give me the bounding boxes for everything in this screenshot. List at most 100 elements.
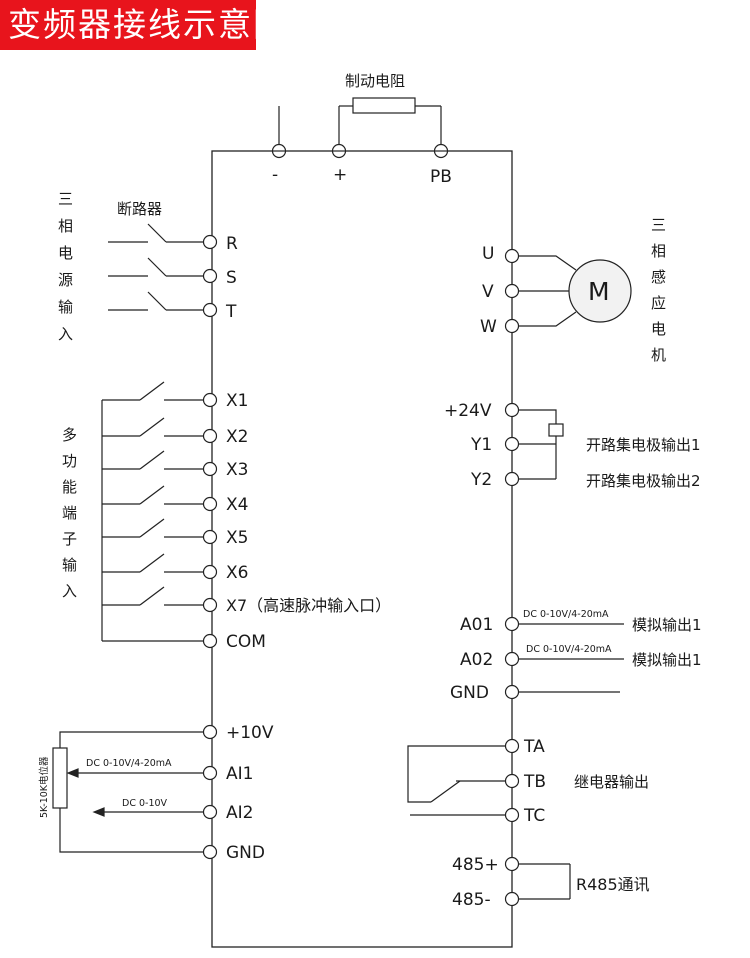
terminal-gnd-ao	[504, 684, 520, 700]
brake-resistor-label: 制动电阻	[345, 72, 405, 90]
open-collector-out1-label: 开路集电极输出1	[586, 436, 701, 454]
multi-label-char-2: 能	[62, 478, 77, 496]
ao2-label: 模拟输出1	[632, 651, 702, 669]
terminal-label-y2: Y2	[470, 470, 492, 490]
terminal-x7	[202, 597, 218, 613]
motor-label-char-4: 电	[651, 320, 666, 338]
terminal-t	[202, 302, 218, 318]
power-label-char-5: 入	[58, 325, 73, 343]
terminal-label-pb: PB	[430, 167, 452, 187]
terminal-label-minus: -	[272, 165, 278, 185]
rs485-label: R485通讯	[576, 875, 650, 894]
terminal-label-ai2: AI2	[226, 803, 253, 823]
terminal-label-x7: X7（高速脉冲输入口）	[226, 596, 391, 615]
terminal-ai1	[202, 765, 218, 781]
terminal-label-x2: X2	[226, 427, 248, 447]
terminal-x2	[202, 428, 218, 444]
rs485-section: 485+ 485- R485通讯	[452, 855, 650, 910]
ao2-range-label: DC 0-10V/4-20mA	[526, 644, 612, 655]
terminal-label-com: COM	[226, 632, 266, 652]
terminal-label-x6: X6	[226, 563, 248, 583]
terminal-com	[202, 633, 218, 649]
terminal-label-w: W	[480, 317, 497, 337]
motor-symbol	[568, 259, 632, 323]
multi-label-char-0: 多	[62, 426, 77, 444]
terminal-label-a01: A01	[460, 615, 493, 635]
terminal-label-x4: X4	[226, 495, 248, 515]
terminal-a01	[504, 616, 520, 632]
potentiometer-label: 5K-10K电位器	[38, 756, 50, 818]
motor-label-char-1: 相	[651, 242, 666, 260]
ai1-range-label: DC 0-10V/4-20mA	[86, 758, 172, 769]
ai2-range-label: DC 0-10V	[122, 798, 168, 809]
terminal-ai2	[202, 804, 218, 820]
title-banner: 变频器接线示意图	[0, 0, 286, 50]
terminal-gnd-ai	[202, 844, 218, 860]
breaker-label: 断路器	[117, 200, 162, 218]
terminal-tb	[504, 773, 520, 789]
terminal-label-a02: A02	[460, 650, 493, 670]
terminal-label-tc: TC	[523, 806, 545, 826]
terminal-label-24v: +24V	[444, 401, 492, 421]
terminal-485n	[504, 891, 520, 907]
multi-label-char-1: 功	[62, 452, 77, 470]
motor-label-char-5: 机	[651, 346, 666, 364]
power-label-char-1: 相	[58, 217, 73, 235]
terminal-label-ta: TA	[523, 737, 545, 757]
terminal-24v	[504, 402, 520, 418]
wiper-arrow	[66, 768, 79, 778]
terminal-label-10v: +10V	[226, 723, 274, 743]
terminal-x1	[202, 392, 218, 408]
terminal-label-x5: X5	[226, 528, 248, 548]
motor-label-char-0: 三	[651, 216, 666, 234]
terminal-label-ai1: AI1	[226, 764, 253, 784]
terminal-label-u: U	[482, 244, 494, 264]
multi-label-char-3: 端	[62, 504, 77, 522]
terminal-ta	[504, 738, 520, 754]
terminal-label-y1: Y1	[470, 435, 492, 455]
motor-section: U V W M 三 相 感 应 电 机	[480, 216, 666, 364]
relay-output-label: 继电器输出	[574, 773, 649, 791]
power-input-section: 三 相 电 源 输 入 断路器 R S T	[58, 190, 238, 343]
power-label-char-2: 电	[58, 244, 73, 262]
terminal-label-t: T	[225, 302, 237, 322]
terminal-v	[504, 283, 520, 299]
terminal-y1	[504, 436, 520, 452]
terminal-w	[504, 318, 520, 334]
brake-resistor-symbol	[352, 97, 416, 114]
analog-input-section: +10V AI1 AI2 GND DC 0-10V/4-20mA DC 0-10…	[38, 723, 274, 863]
terminal-label-485p: 485+	[452, 855, 499, 875]
terminal-s	[202, 268, 218, 284]
terminal-label-gnd-ai: GND	[226, 843, 265, 863]
brake-section: 制动电阻 - + PB	[271, 72, 452, 187]
multi-label-char-5: 输	[62, 556, 77, 574]
motor-m-label: M	[588, 277, 610, 306]
relay-section: TA TB TC 继电器输出	[407, 737, 649, 826]
terminal-10v	[202, 724, 218, 740]
power-label-char-3: 源	[58, 271, 73, 289]
terminal-485p	[504, 856, 520, 872]
terminal-label-plus: +	[333, 165, 347, 185]
terminal-a02	[504, 651, 520, 667]
terminal-x4	[202, 496, 218, 512]
terminal-label-485n: 485-	[452, 890, 491, 910]
terminal-label-r: R	[226, 234, 238, 254]
ao1-range-label: DC 0-10V/4-20mA	[523, 609, 609, 620]
potentiometer-symbol	[52, 747, 68, 809]
terminal-label-v: V	[482, 282, 494, 302]
open-collector-out2-label: 开路集电极输出2	[586, 472, 701, 490]
terminal-x3	[202, 461, 218, 477]
ai2-arrow	[92, 807, 105, 817]
ao1-label: 模拟输出1	[632, 616, 702, 634]
terminal-label-s: S	[226, 268, 237, 288]
terminal-label-gnd-ao: GND	[450, 683, 489, 703]
power-label-char-4: 输	[58, 298, 73, 316]
page-title: 变频器接线示意图	[8, 5, 288, 44]
terminal-r	[202, 234, 218, 250]
power-label-char-0: 三	[58, 190, 73, 208]
multi-label-char-4: 子	[62, 530, 77, 548]
motor-label-char-2: 感	[651, 268, 666, 286]
multi-input-section: 多 功 能 端 子 输 入 X1 X2 X3 X4 X5 X6 X7（高速脉冲输…	[62, 381, 391, 652]
terminal-label-x3: X3	[226, 460, 248, 480]
